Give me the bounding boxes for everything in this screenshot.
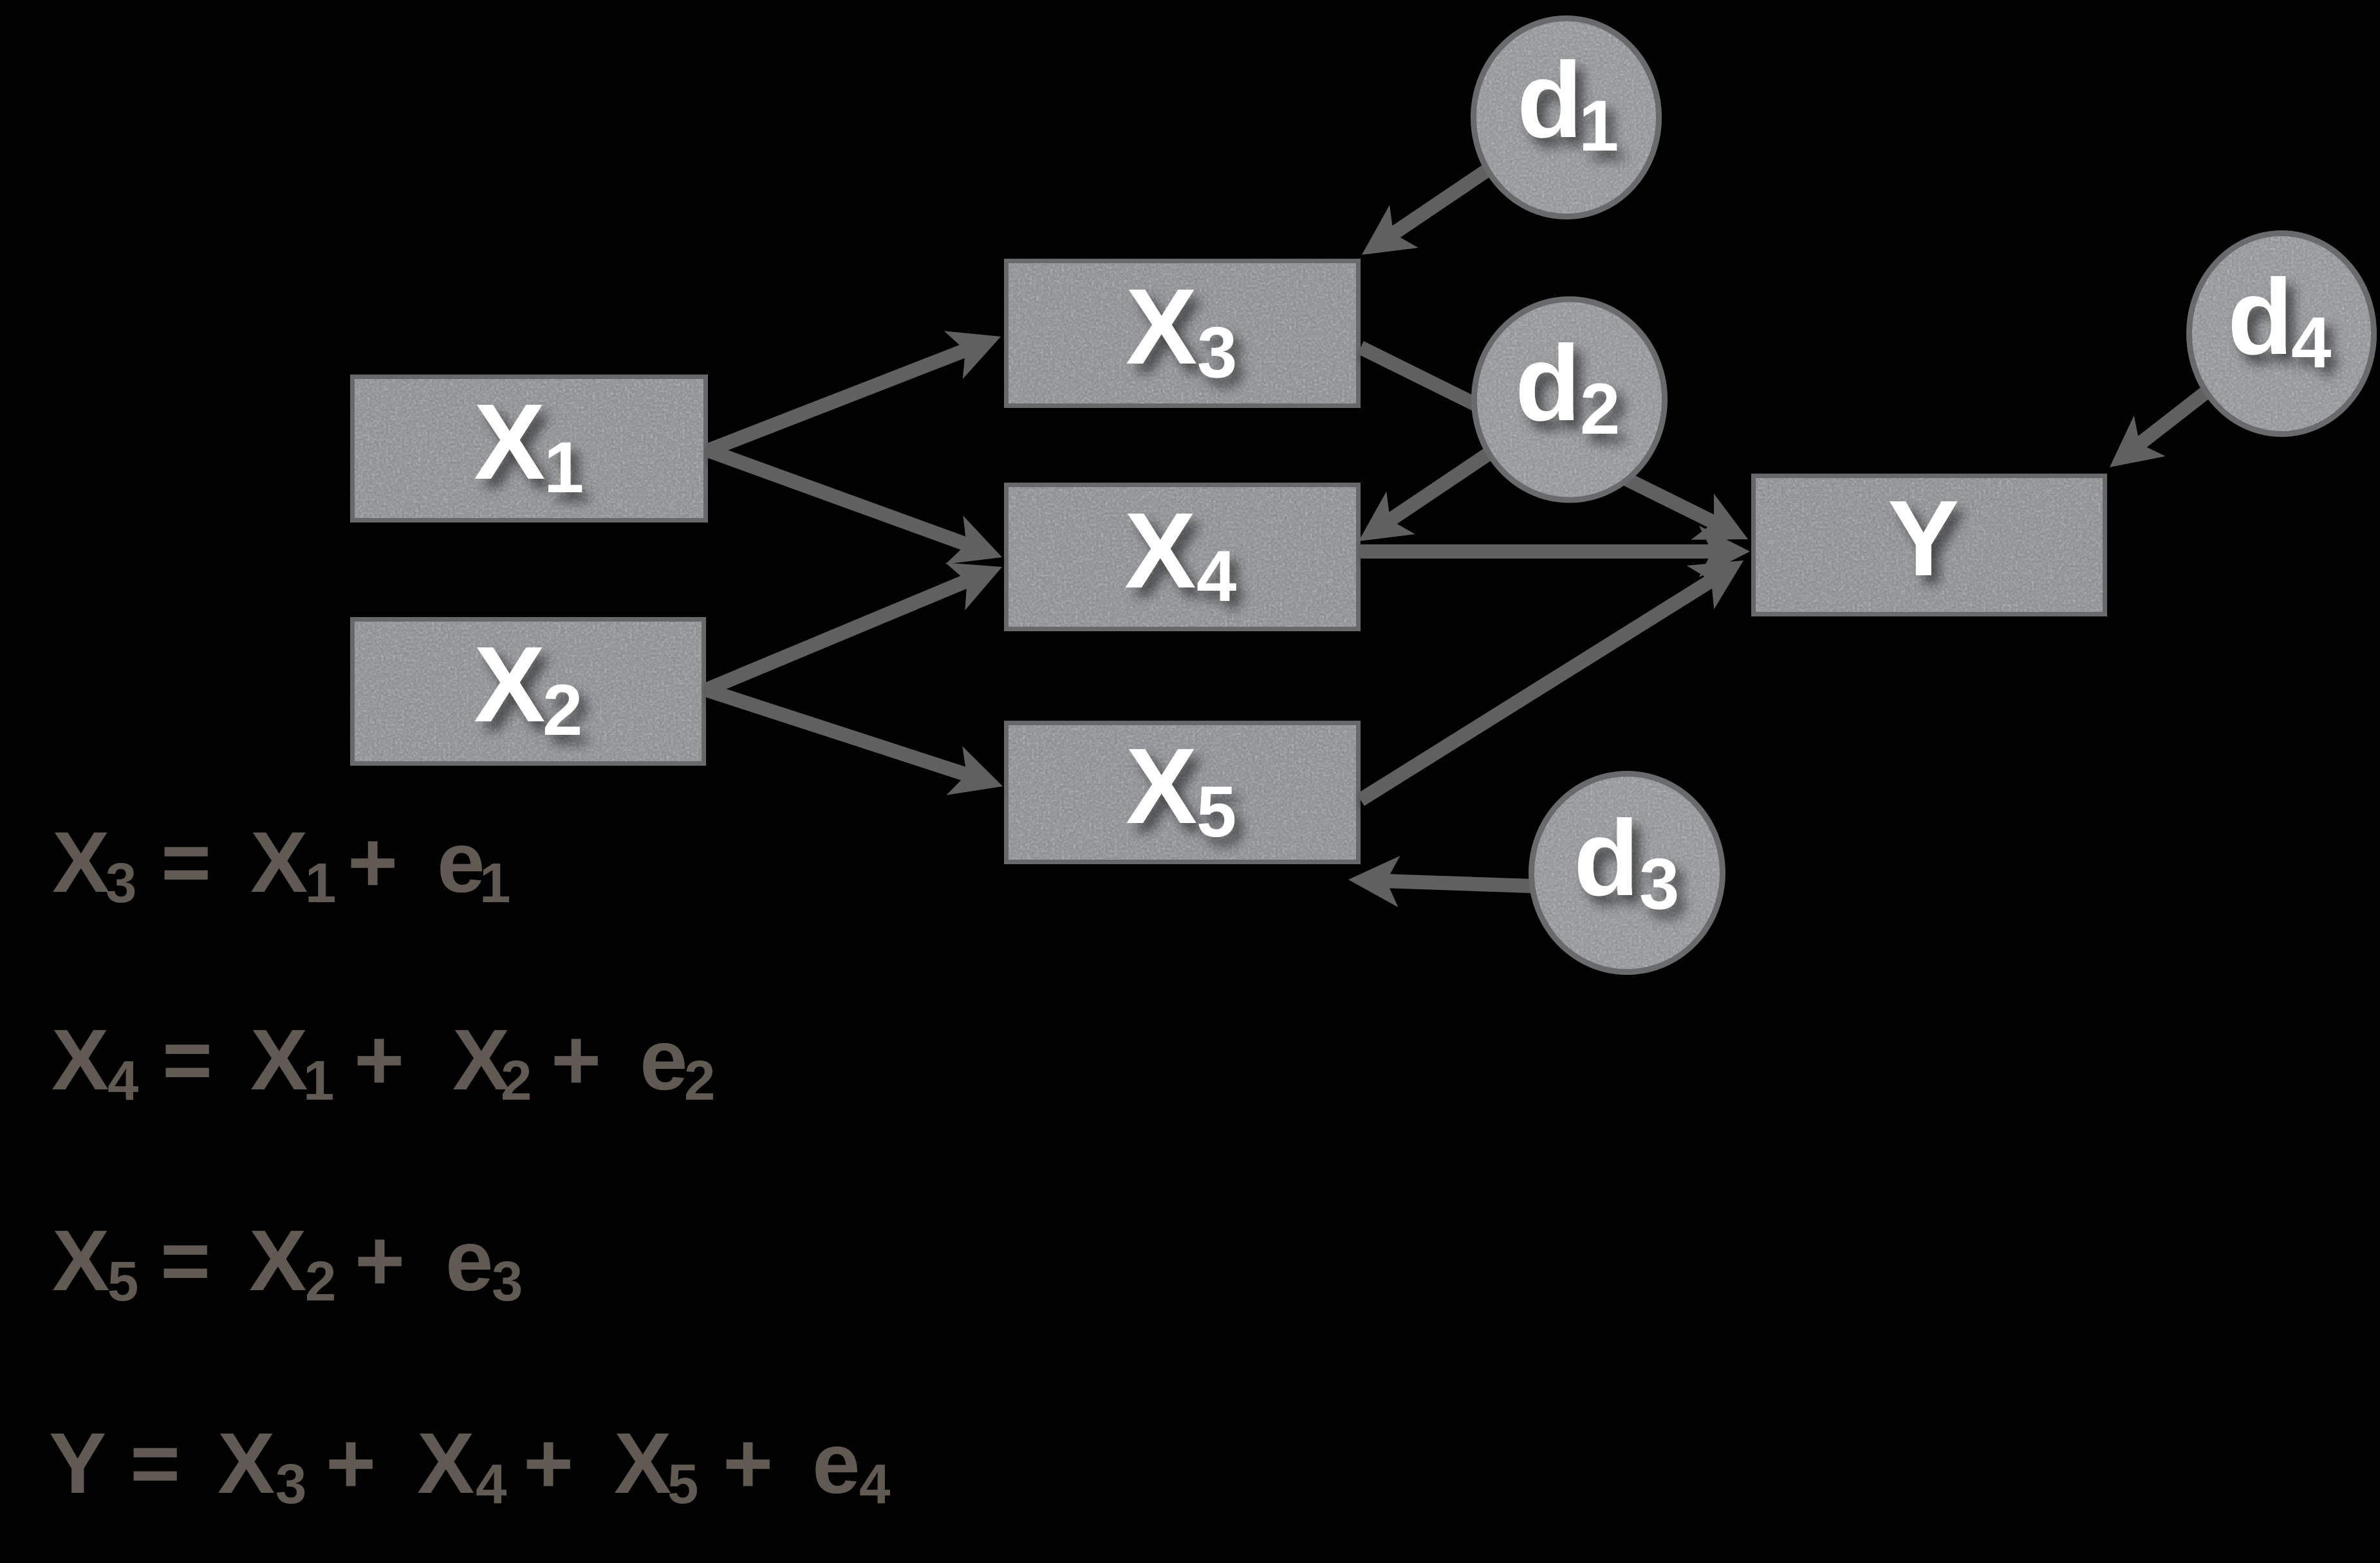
svg-text:e: e: [640, 1012, 688, 1108]
svg-text:d: d: [1515, 324, 1581, 443]
svg-text:5: 5: [667, 1453, 698, 1515]
svg-text:3: 3: [1639, 844, 1679, 924]
svg-text:=: =: [130, 1416, 180, 1512]
svg-text:X: X: [474, 625, 545, 745]
svg-text:3: 3: [1197, 312, 1237, 393]
svg-text:e: e: [445, 1213, 494, 1309]
svg-text:2: 2: [543, 670, 582, 750]
svg-text:Y: Y: [1888, 479, 1959, 598]
svg-text:4: 4: [2291, 302, 2331, 383]
svg-text:2: 2: [501, 1050, 532, 1112]
svg-text:X: X: [452, 1012, 510, 1108]
svg-text:X: X: [417, 1416, 474, 1512]
svg-text:3: 3: [106, 852, 136, 914]
svg-text:5: 5: [1196, 772, 1236, 852]
svg-text:d: d: [2227, 257, 2293, 377]
svg-text:d: d: [1574, 799, 1639, 918]
svg-text:X: X: [1126, 267, 1197, 387]
svg-text:e: e: [437, 815, 485, 911]
svg-text:X: X: [52, 1213, 109, 1309]
svg-text:1: 1: [479, 852, 510, 914]
svg-text:4: 4: [1196, 536, 1236, 616]
svg-text:1: 1: [303, 1050, 334, 1112]
svg-text:=: =: [161, 815, 211, 911]
svg-text:e: e: [812, 1416, 860, 1512]
svg-text:+: +: [523, 1416, 573, 1512]
svg-text:X: X: [250, 815, 308, 911]
svg-text:1: 1: [305, 852, 336, 914]
svg-text:=: =: [160, 1213, 210, 1309]
svg-text:3: 3: [492, 1250, 523, 1313]
svg-text:2: 2: [1580, 369, 1620, 449]
svg-text:d: d: [1517, 41, 1583, 160]
svg-text:=: =: [162, 1012, 212, 1108]
svg-text:3: 3: [275, 1453, 306, 1515]
svg-text:X: X: [52, 815, 109, 911]
svg-text:5: 5: [107, 1250, 138, 1313]
svg-text:1: 1: [544, 427, 584, 508]
svg-text:+: +: [326, 1416, 376, 1512]
svg-text:X: X: [614, 1416, 671, 1512]
svg-text:X: X: [250, 1012, 308, 1108]
svg-text:4: 4: [107, 1050, 138, 1112]
svg-text:+: +: [551, 1012, 601, 1108]
svg-text:2: 2: [684, 1050, 715, 1112]
svg-text:X: X: [1126, 726, 1197, 846]
svg-text:2: 2: [305, 1250, 336, 1313]
svg-text:4: 4: [859, 1453, 890, 1515]
svg-text:X: X: [1124, 491, 1196, 611]
svg-text:4: 4: [476, 1453, 507, 1515]
svg-text:+: +: [723, 1416, 773, 1512]
svg-text:+: +: [348, 815, 398, 911]
svg-text:X: X: [249, 1213, 306, 1309]
svg-text:X: X: [474, 382, 545, 502]
svg-text:X: X: [218, 1416, 275, 1512]
svg-text:X: X: [51, 1012, 109, 1108]
svg-text:+: +: [354, 1012, 404, 1108]
svg-text:+: +: [355, 1213, 405, 1309]
svg-text:1: 1: [1579, 86, 1619, 166]
svg-text:Y: Y: [49, 1416, 106, 1512]
